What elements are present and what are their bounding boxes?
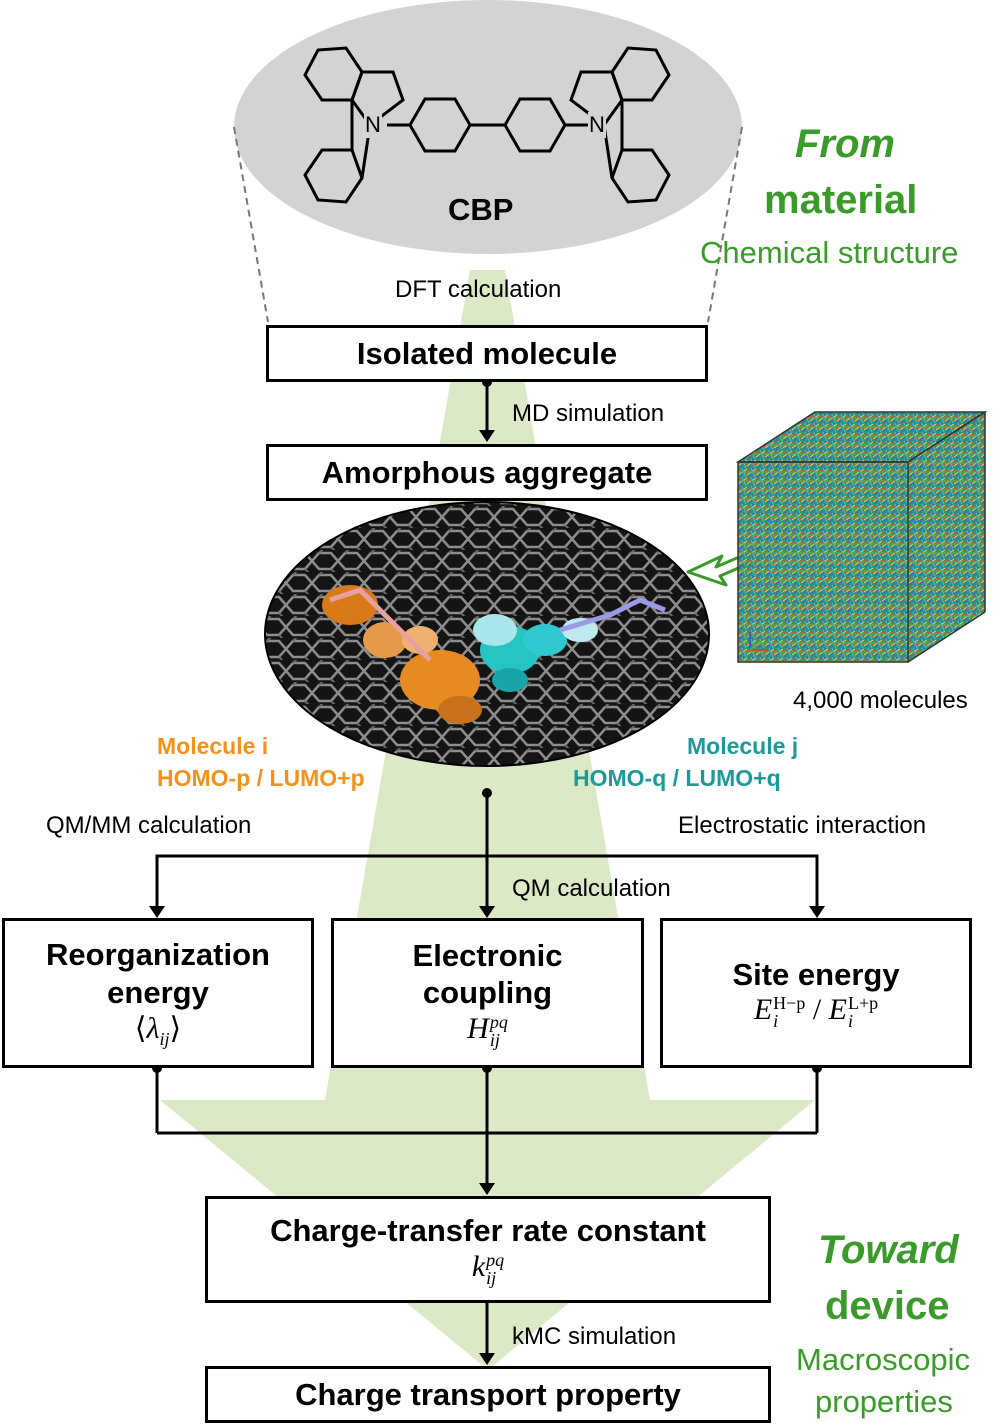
molecule-j-orbitals: HOMO-q / LUMO+q	[573, 765, 781, 791]
box-isolated-molecule: Isolated molecule	[266, 325, 708, 382]
box-reorganization-energy: Reorganization energy ⟨λij⟩	[2, 918, 314, 1068]
orbital-molecule-i	[322, 585, 482, 724]
cube-caption: 4,000 molecules	[793, 687, 968, 714]
arrow-heads	[149, 430, 825, 1365]
charge-transport-label: Charge transport property	[295, 1376, 681, 1412]
molecule-ellipse	[234, 0, 742, 254]
reorg-label-line1: Reorganization	[46, 937, 270, 973]
side-toward: Toward	[818, 1228, 959, 1272]
step-kmc: kMC simulation	[512, 1323, 677, 1350]
zoom-line-left	[233, 126, 269, 323]
nitrogen-label-right: N	[588, 112, 606, 138]
box-charge-transport: Charge transport property	[205, 1366, 771, 1423]
side-chemical-structure: Chemical structure	[700, 235, 959, 270]
site-energy-label: Site energy	[732, 956, 900, 992]
side-properties: properties	[815, 1384, 953, 1419]
box-amorphous-aggregate-label: Amorphous aggregate	[321, 454, 653, 490]
aggregate-snapshot	[264, 501, 710, 767]
box-amorphous-aggregate: Amorphous aggregate	[266, 444, 708, 501]
side-macroscopic: Macroscopic	[796, 1342, 970, 1377]
molecule-j-label: Molecule j	[687, 733, 799, 759]
nitrogen-label-left: N	[364, 112, 382, 138]
molecule-name: CBP	[448, 192, 514, 227]
zoom-line-right	[707, 126, 743, 323]
step-dft: DFT calculation	[395, 276, 562, 303]
step-qmmm: QM/MM calculation	[46, 812, 252, 839]
coupling-label-line1: Electronic	[412, 938, 563, 974]
flow-lines	[155, 382, 819, 1355]
side-from: From	[795, 122, 895, 166]
simulation-cube	[735, 411, 988, 663]
reorg-label-line2: energy	[107, 974, 209, 1010]
step-electrostatic: Electrostatic interaction	[678, 812, 927, 839]
coupling-label-line2: coupling	[422, 975, 553, 1011]
side-material: material	[764, 178, 918, 222]
reorg-formula: ⟨λij⟩	[134, 1011, 182, 1049]
molecule-i-label: Molecule i	[157, 733, 269, 759]
orbital-molecule-j	[473, 597, 666, 692]
step-md: MD simulation	[512, 400, 665, 427]
molecule-i-orbitals: HOMO-p / LUMO+p	[157, 765, 365, 791]
side-device: device	[825, 1284, 950, 1328]
step-qm: QM calculation	[512, 875, 671, 902]
box-isolated-molecule-label: Isolated molecule	[356, 335, 618, 371]
rate-constant-label: Charge-transfer rate constant	[270, 1213, 706, 1249]
